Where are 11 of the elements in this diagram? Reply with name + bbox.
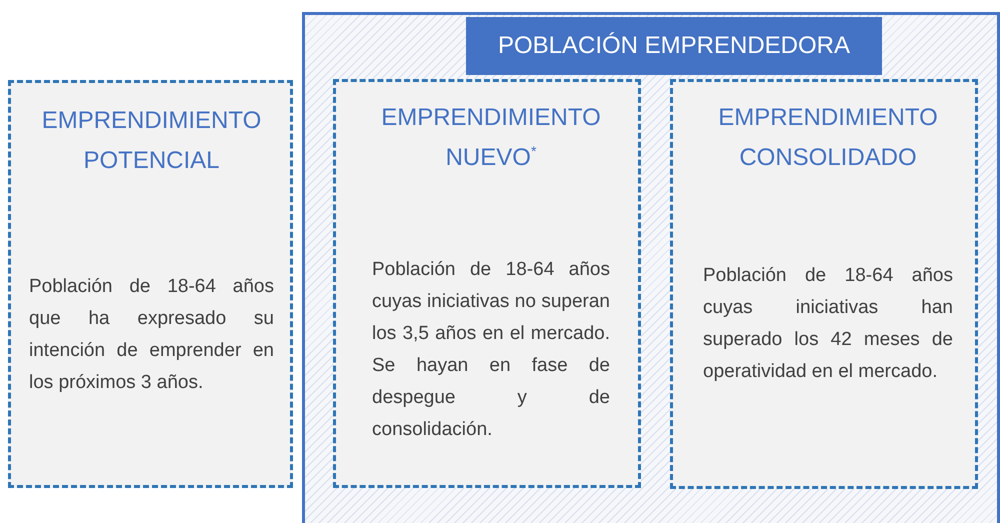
category-card (8, 80, 293, 488)
category-card (333, 79, 641, 488)
card-description: Población de 18-64 años que ha expresado su intención de emprender en los próximos 3 años. (29, 275, 274, 395)
card-heading: EMPRENDIMIENTO POTENCIAL (40, 106, 262, 176)
category-card (670, 79, 978, 489)
group-panel (302, 12, 1000, 523)
card-heading: EMPRENDIMIENTO NUEVO$^{*}$ (380, 103, 602, 173)
banner-title: POBLACIÓN EMPRENDEDORA (466, 17, 882, 75)
card-heading: EMPRENDIMIENTO CONSOLIDADO (717, 103, 939, 173)
card-description: Población de 18-64 años cuyas iniciativas no superan los 3,5 años en el mercado. Se hayan en fase de despegue y de consolidación. (372, 258, 610, 442)
card-description: Población de 18-64 años cuyas iniciativas han superado los 42 meses de operatividad en el mercado. (703, 264, 953, 384)
